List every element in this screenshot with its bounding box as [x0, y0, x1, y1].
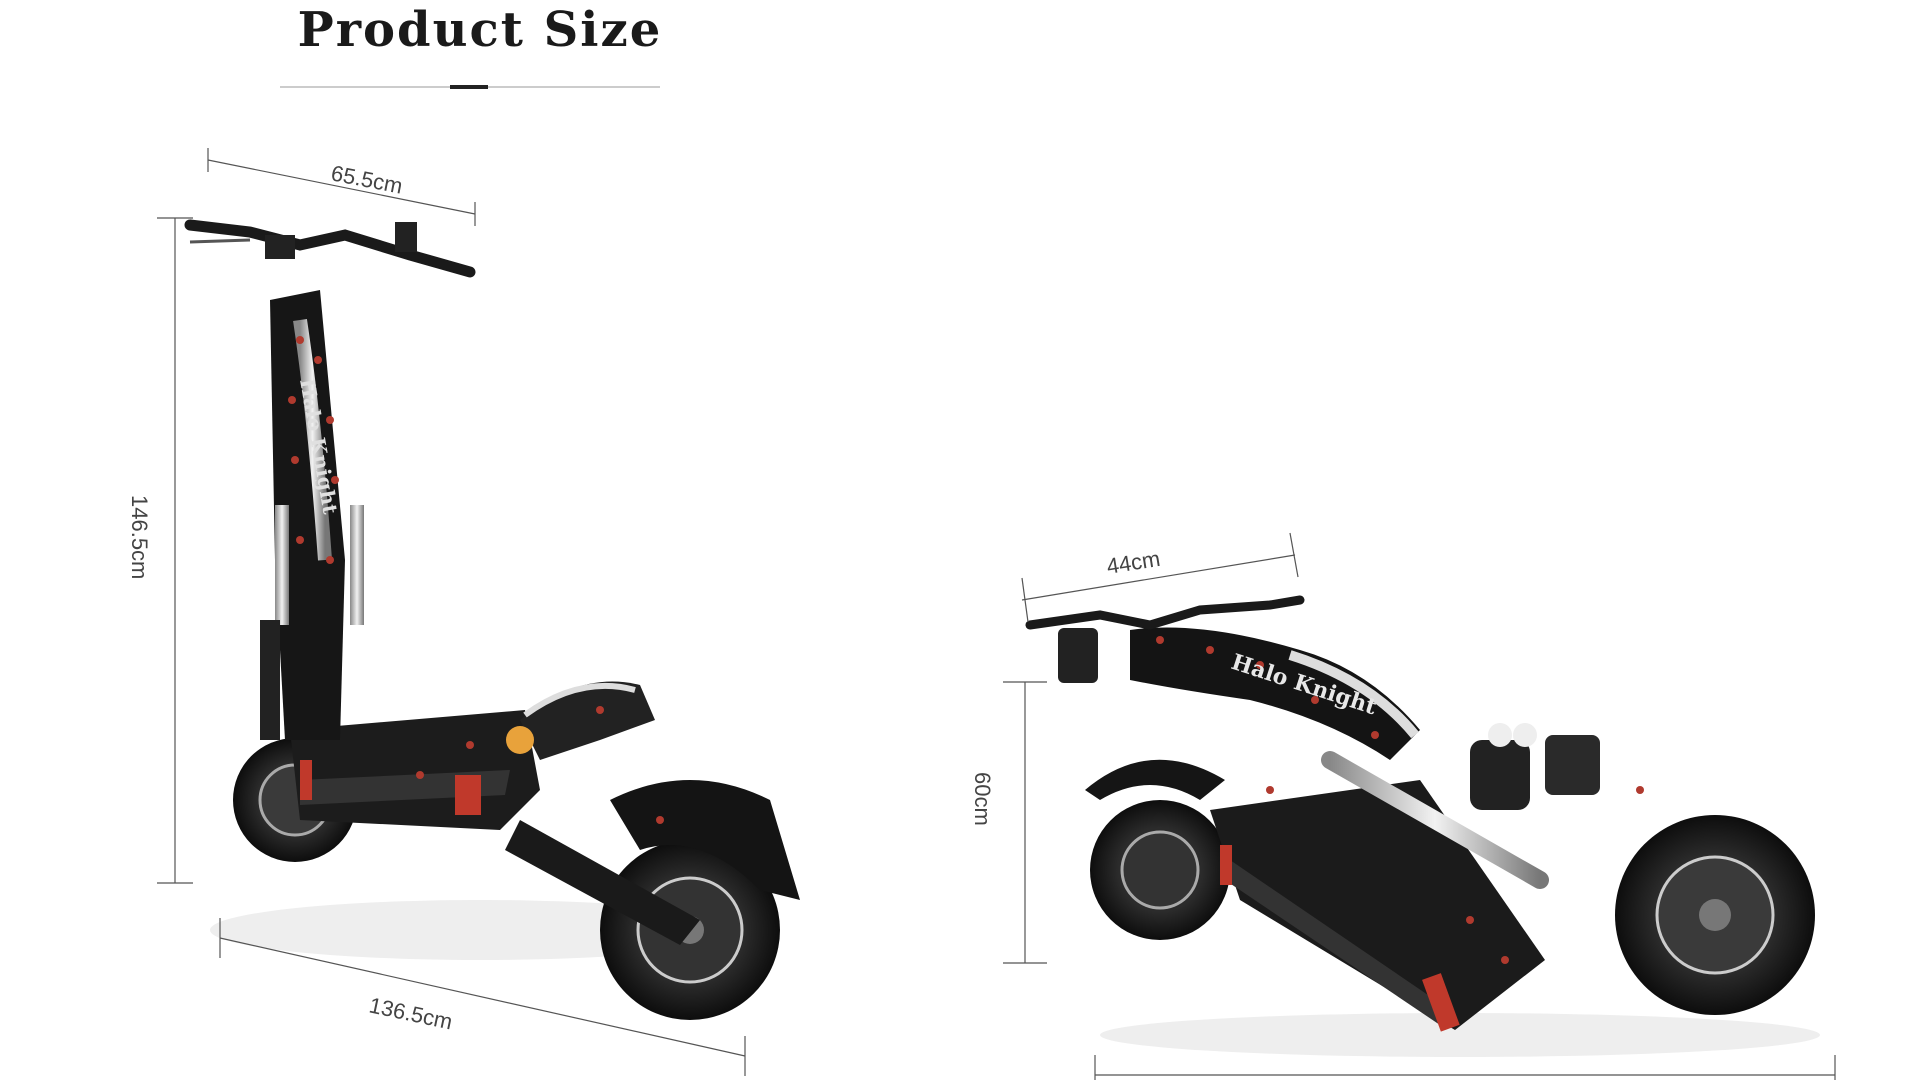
dimension-label-146-5: 146.5cm [127, 495, 152, 579]
standing-scooter-image [184, 219, 800, 1020]
folded-scooter-image [1025, 595, 1820, 1057]
dimension-label-65-5: 65.5cm [329, 160, 405, 198]
dimension-label-44: 44cm [1105, 546, 1162, 579]
dimension-folded-length [1094, 1055, 1836, 1080]
page-title: Product Size [297, 2, 663, 58]
dimension-standing-height: 146.5cm [127, 217, 193, 884]
dimension-label-60: 60cm [970, 772, 995, 826]
title-divider [280, 85, 660, 89]
dimension-folded-height: 60cm [970, 681, 1047, 964]
dimension-label-136-5: 136.5cm [367, 992, 455, 1034]
dimension-standing-width: 65.5cm [207, 148, 476, 226]
